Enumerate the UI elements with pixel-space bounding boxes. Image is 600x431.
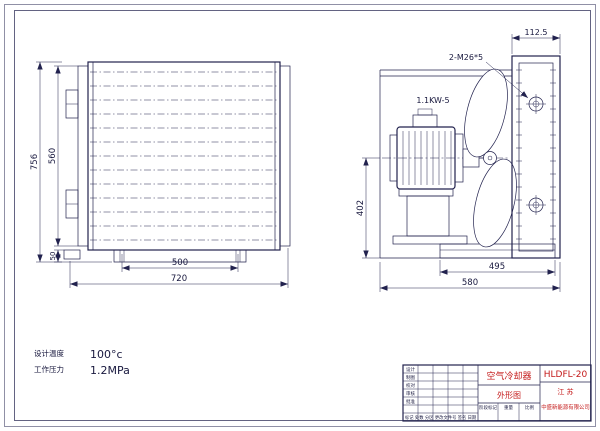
- title-block-grid-main: [477, 365, 591, 421]
- info-label-scale: 比例: [525, 404, 534, 411]
- revision-header-row: 标记 处数 分区 更改文件号 签名 日期: [405, 414, 476, 421]
- design-temperature-label: 设计温度: [34, 348, 64, 358]
- dim-720-label: 720: [171, 274, 187, 284]
- bolt-callout-label: 2-M26*5: [449, 53, 483, 62]
- fan-blade-top: [464, 68, 508, 158]
- title-block-grid-fine: [403, 365, 520, 421]
- motor-fins: [402, 131, 452, 185]
- front-view-dimensions: 756 560 50 500 720: [30, 61, 289, 288]
- coil-outline: [87, 61, 281, 251]
- company-region: 江 苏: [557, 387, 573, 396]
- side-view: 2-M26*5 1.1KW-5: [379, 53, 561, 259]
- motor-pedestal: [406, 195, 450, 237]
- dim-756-label: 756: [30, 154, 40, 170]
- motor-baseplate: [392, 235, 468, 245]
- spec-notes: 设计温度 100°c 工作压力 1.2MPa: [34, 348, 130, 377]
- bolt-callout-leader: [485, 61, 529, 99]
- base-channel: [113, 250, 247, 263]
- approval-row-review: 审核: [406, 390, 415, 397]
- dim-500-label: 500: [172, 258, 188, 268]
- side-view-dimensions: 112.5 402 495 580: [356, 28, 561, 292]
- dim-580-label: 580: [462, 278, 478, 288]
- info-label-weight: 重量: [504, 404, 513, 411]
- title-block-outline: [402, 364, 592, 422]
- product-name: 空气冷却器: [486, 370, 531, 382]
- column-inner: [518, 62, 554, 252]
- dim-495-label: 495: [489, 262, 505, 272]
- dim-560-label: 560: [48, 148, 58, 164]
- company-name: 中盛新能源有限公司: [541, 403, 590, 411]
- terminal-box-cap: [417, 108, 433, 116]
- approval-row-draft: 制图: [406, 374, 415, 381]
- title-block: 设计 制图 校对 审核 批准 标记 处数 分区 更改文件号 签名 日期 阶段标记…: [402, 364, 592, 422]
- side-extension-lines: [362, 34, 561, 292]
- fan-hub: [483, 151, 497, 165]
- tube-rows: [90, 71, 278, 241]
- front-view: [63, 61, 291, 263]
- dim-50-label: 50: [49, 252, 57, 261]
- fan-hub-center: [487, 155, 493, 161]
- motor-feet: [398, 188, 454, 197]
- model-number: HLDFL-20: [544, 370, 588, 380]
- column-bolt-ticks: [516, 69, 556, 240]
- working-pressure-label: 工作压力: [34, 364, 64, 374]
- approval-row-check: 校对: [406, 382, 415, 389]
- fan-blade-bottom: [473, 158, 517, 248]
- drawing-type: 外形图: [497, 390, 521, 400]
- fan-base-channel: [439, 243, 556, 259]
- working-pressure-value: 1.2MPa: [90, 364, 130, 377]
- bolt-hole-top-crosshair: [526, 94, 546, 114]
- sheet-border-inner: [14, 10, 591, 421]
- approval-row-design: 设计: [406, 366, 415, 373]
- fan: [464, 68, 517, 248]
- dim-112-5-label: 112.5: [525, 28, 548, 37]
- tab-midlines: [66, 103, 78, 205]
- left-foot: [63, 249, 81, 260]
- info-label-stage: 阶段标记: [479, 404, 497, 411]
- right-header: [279, 65, 291, 247]
- front-extension-lines: [36, 61, 289, 288]
- approval-row-approve: 批准: [406, 398, 415, 405]
- motor-power-label: 1.1KW-5: [416, 96, 449, 105]
- terminal-box: [412, 114, 438, 128]
- column-outline: [511, 55, 561, 259]
- design-temperature-value: 100°c: [90, 348, 123, 361]
- sheet-border-outer: [4, 4, 596, 427]
- base-legs: [119, 250, 241, 262]
- frame-lines: [379, 69, 560, 259]
- dim-402-label: 402: [356, 200, 366, 216]
- left-header: [77, 65, 89, 247]
- bolt-hole-bottom-crosshair: [526, 195, 546, 215]
- fan-column: [511, 55, 561, 259]
